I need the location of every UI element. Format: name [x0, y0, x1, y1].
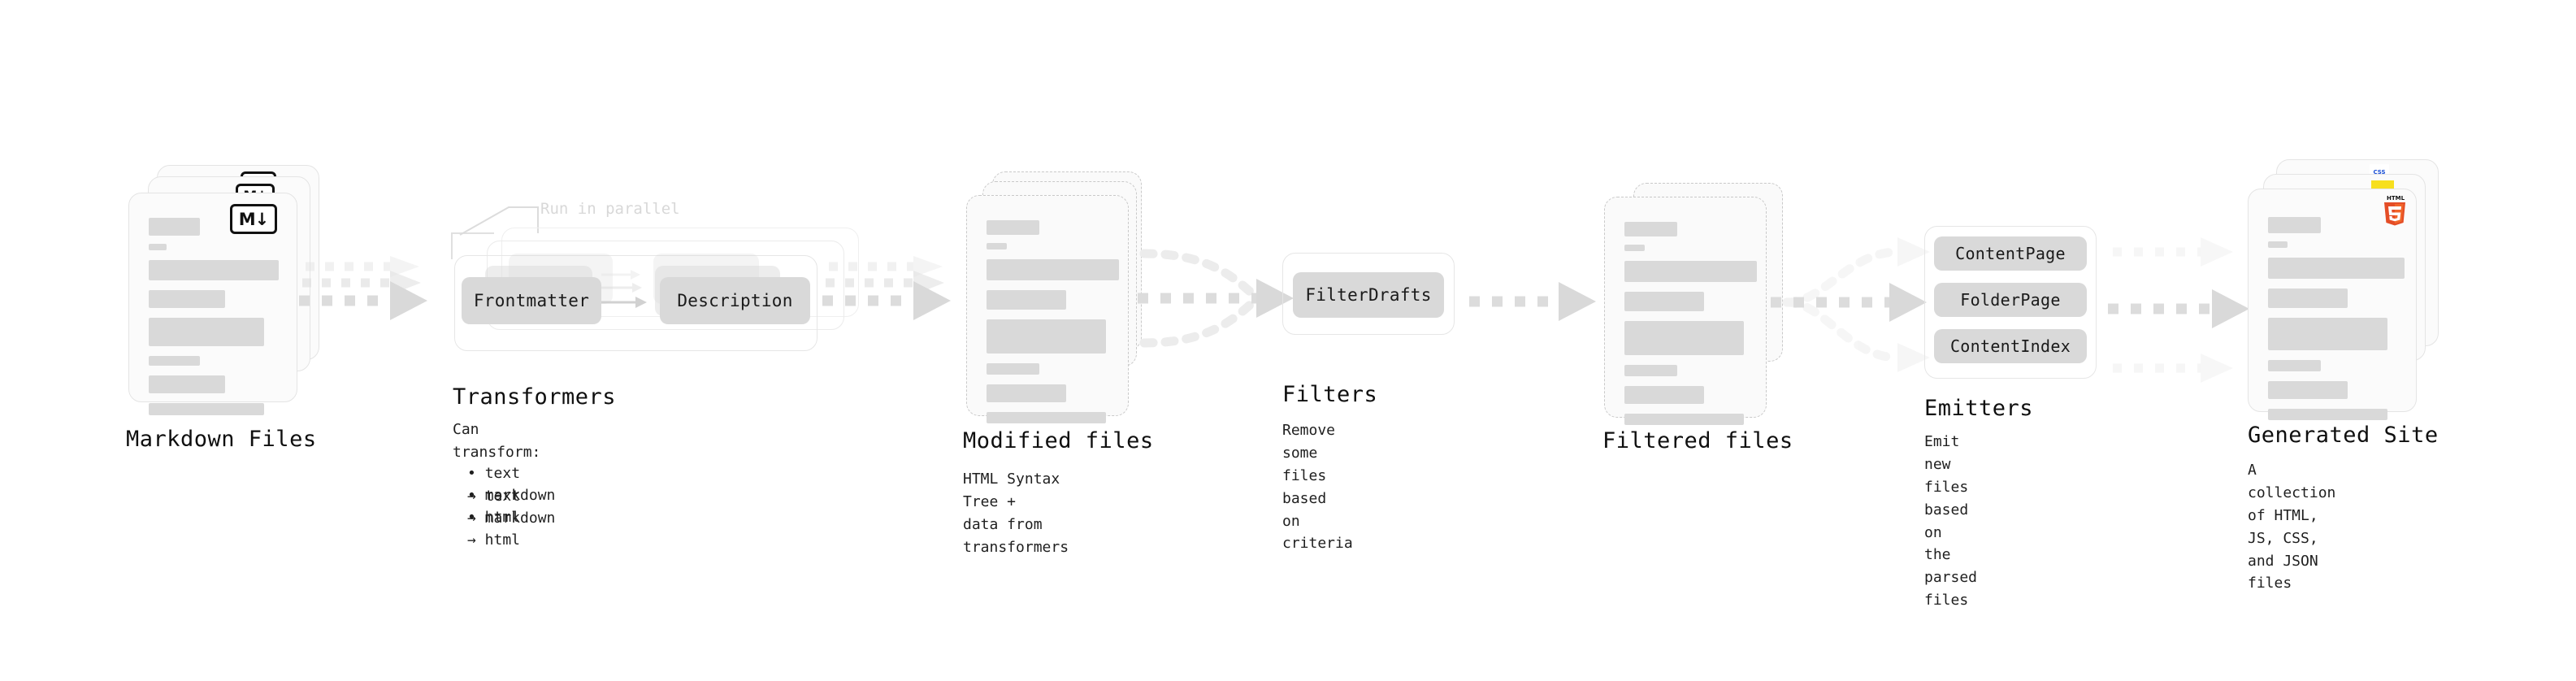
transformer-group-front — [454, 255, 817, 351]
site-card-front — [2248, 189, 2417, 420]
modified-card-content — [967, 196, 1128, 423]
markdown-card-content — [129, 193, 297, 415]
run-in-parallel-leader — [451, 206, 539, 259]
emitter-chip-contentpage[interactable]: ContentPage — [1934, 236, 2087, 271]
transformers-subtitle-head: Can transform: — [453, 421, 541, 461]
svg-text:HTML: HTML — [2387, 195, 2405, 202]
html5-badge-icon: HTML — [2384, 195, 2405, 226]
arrow-modified-to-filters — [1138, 249, 1294, 348]
emitters-subtitle: Emit new files based on the parsed files — [1924, 433, 1978, 609]
site-card-content — [2249, 189, 2416, 420]
arrow-filtered-to-emitters — [1771, 237, 1930, 372]
emitters-group-box — [1924, 226, 2097, 379]
transformer-chip-frontmatter[interactable]: Frontmatter — [462, 277, 601, 324]
filters-subtitle: Remove some files based on criteria — [1282, 422, 1353, 553]
markdown-files-title: Markdown Files — [126, 427, 317, 452]
transformer-chip-description[interactable]: Description — [660, 277, 810, 324]
generated-site-title: Generated Site — [2248, 423, 2439, 448]
emitter-chip-folderpage[interactable]: FolderPage — [1934, 283, 2087, 317]
markdown-badge-icon: M↓ — [230, 204, 277, 234]
arrow-filters-to-filtered — [1469, 282, 1596, 321]
modified-files-title: Modified files — [963, 428, 1154, 453]
filter-chip-filterdrafts[interactable]: FilterDrafts — [1293, 272, 1444, 318]
filters-title: Filters — [1282, 382, 1378, 407]
modified-files-subtitle: HTML Syntax Tree + data from transformer… — [963, 471, 1069, 556]
filters-group-box — [1282, 253, 1455, 335]
generated-site-subtitle: A collection of HTML, JS, CSS, and JSON … — [2248, 462, 2336, 592]
transformers-bullet-1: • markdown → markdown — [467, 486, 556, 527]
transformers-bullet-2: • html → html — [467, 508, 521, 549]
bullet-dot: • — [467, 508, 485, 526]
emitters-title: Emitters — [1924, 396, 2034, 421]
bullet-dot: • — [467, 486, 485, 504]
transformers-title: Transformers — [453, 384, 617, 410]
filtered-files-title: Filtered files — [1602, 428, 1793, 453]
filtered-card-front — [1604, 197, 1767, 425]
arrow-md-to-transformers — [299, 256, 427, 320]
emitter-chip-contentindex[interactable]: ContentIndex — [1934, 329, 2087, 363]
run-in-parallel-hint: Run in parallel — [540, 200, 680, 218]
modified-card-front — [966, 195, 1129, 423]
filtered-card-content — [1605, 197, 1766, 425]
arrow-emitters-to-site — [2108, 237, 2249, 383]
transformers-bullet-0: • text → text — [467, 464, 521, 505]
transformer-inner-arrows — [596, 270, 647, 308]
arrow-transformers-to-modified — [822, 256, 951, 320]
bullet-dot: • — [467, 464, 485, 482]
